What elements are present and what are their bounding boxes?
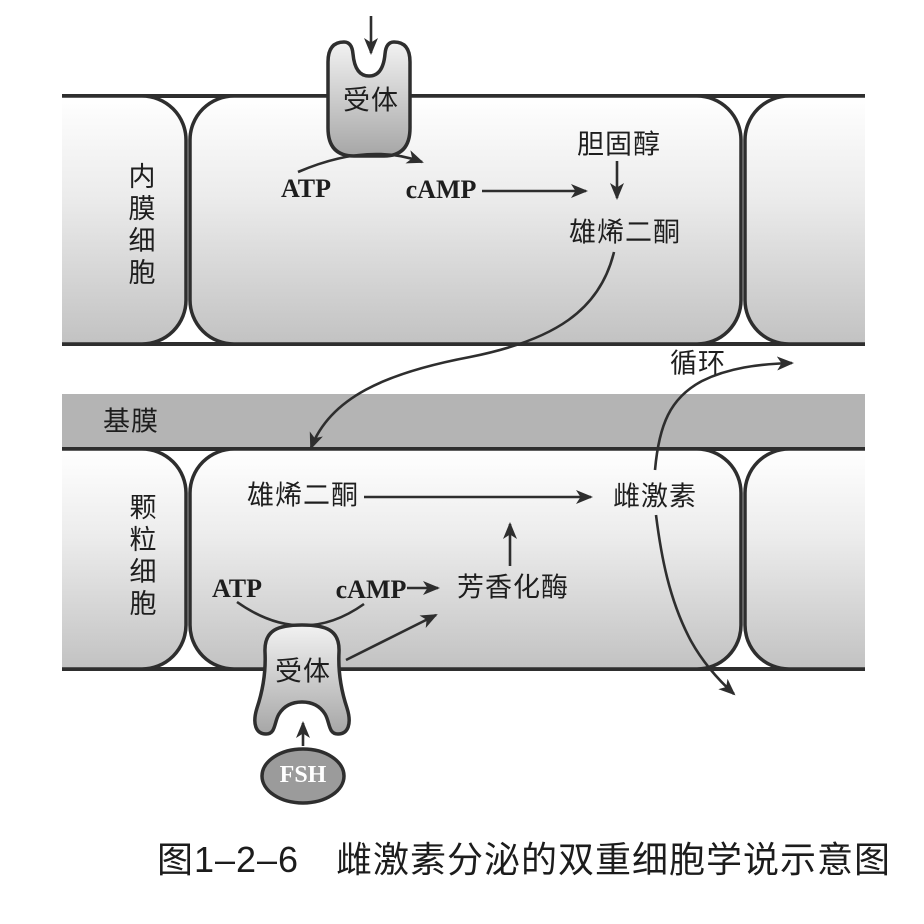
fsh-ligand: [260, 747, 346, 805]
estrogen-to-circulation-up-curve: [653, 356, 794, 471]
theca-cell-label: 内膜细胞: [124, 162, 155, 290]
granulosa-atp-label: ATP: [211, 574, 263, 603]
granulosa-cell-main: [188, 447, 743, 671]
estrogen-label: 雌激素: [613, 481, 697, 512]
theca-cell-left: [62, 94, 188, 346]
granulosa-cell-left: [62, 447, 188, 671]
receptor-to-aromatase-arrow: [345, 613, 438, 662]
circulation-label: 循环: [670, 348, 726, 379]
androstenedione-transfer-curve: [309, 251, 616, 450]
basement-membrane-band: [62, 394, 865, 450]
granulosa-androstenedione-label: 雄烯二酮: [247, 480, 359, 511]
granulosa-camp-label: cAMP: [335, 575, 407, 604]
theca-androstenedione-label: 雄烯二酮: [569, 217, 681, 248]
fsh-receptor-label: 受体: [275, 656, 331, 687]
fsh-receptor-shape: [253, 623, 351, 736]
theca-atp-to-camp-arc: [297, 150, 424, 174]
granulosa-cell-label: 颗粒细胞: [125, 493, 156, 621]
granulosa-cell-right: [743, 447, 865, 671]
figure-caption: 图1–2–6 雌激素分泌的双重细胞学说示意图: [156, 839, 892, 880]
aromatase-label: 芳香化酶: [457, 572, 569, 603]
estrogen-to-circulation-down-curve: [654, 514, 736, 696]
theca-atp-label: ATP: [280, 174, 332, 203]
lh-receptor-label: 受体: [343, 85, 399, 116]
basement-membrane-label: 基膜: [103, 406, 159, 437]
cholesterol-label: 胆固醇: [577, 129, 661, 160]
fsh-label: FSH: [279, 762, 327, 788]
theca-camp-label: cAMP: [405, 175, 477, 204]
theca-cell-right: [743, 94, 865, 346]
